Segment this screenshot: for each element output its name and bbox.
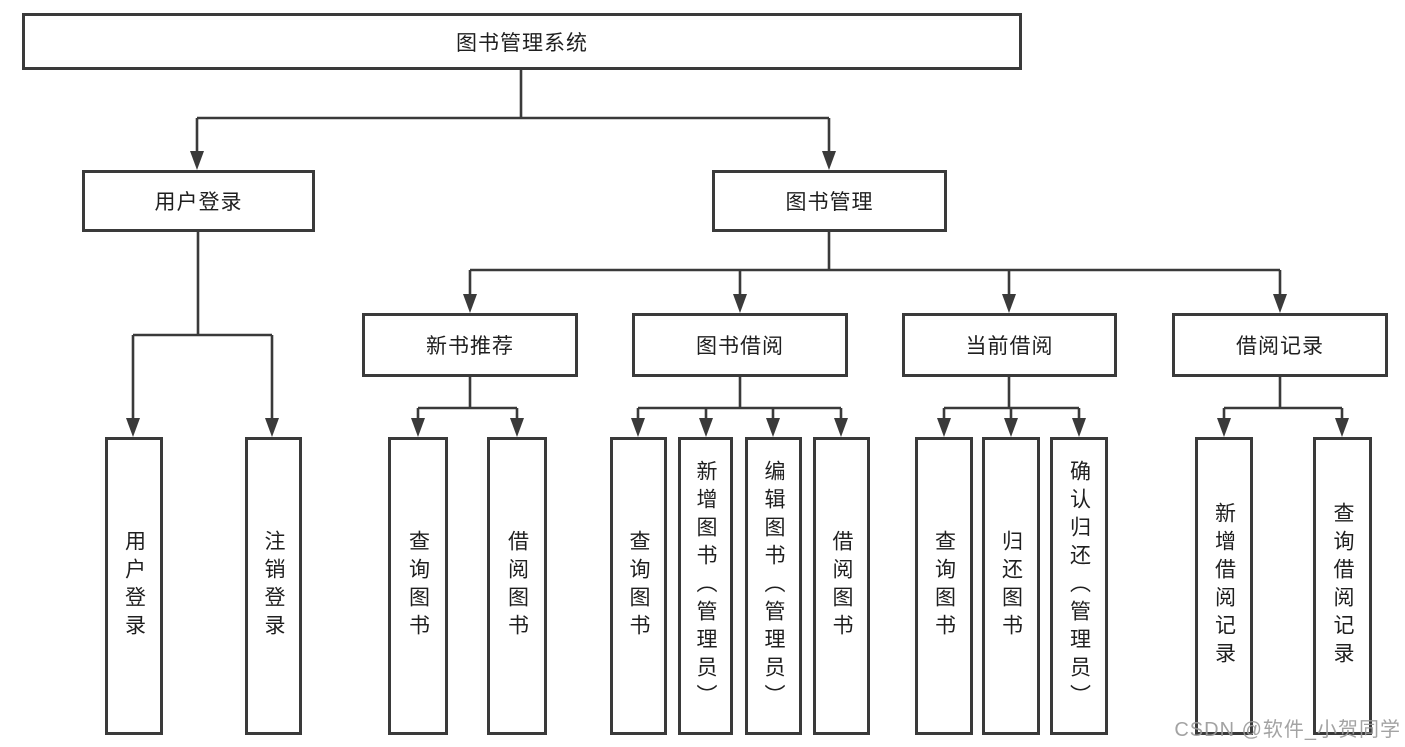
- node-label: 查询图书: [627, 530, 650, 642]
- arrow-down-icon: [411, 418, 425, 437]
- node-book-borrow: 图书借阅: [632, 313, 848, 377]
- node-label: 用户登录: [154, 191, 243, 214]
- node-label: 查询借阅记录: [1331, 502, 1354, 670]
- arrow-down-icon: [937, 418, 951, 437]
- node-current-borrow: 当前借阅: [902, 313, 1117, 377]
- arrow-down-icon: [510, 418, 524, 437]
- csdn-watermark: CSDN @软件_小贺同学: [1174, 719, 1401, 741]
- node-borrow-record: 借阅记录: [1172, 313, 1388, 377]
- node-label: 用户登录: [122, 530, 146, 642]
- node-user-login: 用户登录: [82, 170, 315, 232]
- node-new-book-recommend: 新书推荐: [362, 313, 578, 377]
- arrow-down-icon: [1273, 294, 1287, 313]
- edge-current-borrow: [942, 377, 1081, 420]
- node-label: 借阅记录: [1236, 335, 1324, 358]
- edge-root: [195, 70, 831, 153]
- leaf-query-books-borrow: 查询图书: [610, 437, 667, 735]
- node-label: 新书推荐: [426, 335, 514, 358]
- arrow-down-icon: [699, 418, 713, 437]
- node-root: 图书管理系统: [22, 13, 1022, 70]
- edge-book-management: [468, 232, 1282, 296]
- arrow-down-icon: [1072, 418, 1086, 437]
- arrow-down-icon: [822, 151, 836, 170]
- edge-new-book: [416, 377, 519, 420]
- edge-book-borrow: [636, 377, 843, 420]
- arrow-down-icon: [631, 418, 645, 437]
- node-label: 归还图书: [999, 530, 1023, 642]
- node-label: 借阅图书: [830, 530, 853, 642]
- leaf-query-books-recommend: 查询图书: [388, 437, 448, 735]
- arrow-down-icon: [733, 294, 747, 313]
- node-label: 新增图书（管理员）: [694, 460, 717, 712]
- leaf-return-books: 归还图书: [982, 437, 1040, 735]
- arrow-down-icon: [1335, 418, 1349, 437]
- leaf-user-login: 用户登录: [105, 437, 163, 735]
- arrow-down-icon: [766, 418, 780, 437]
- node-label: 借阅图书: [505, 530, 529, 642]
- leaf-query-books-current: 查询图书: [915, 437, 973, 735]
- leaf-add-books-admin: 新增图书（管理员）: [678, 437, 733, 735]
- arrow-down-icon: [834, 418, 848, 437]
- arrow-down-icon: [1217, 418, 1231, 437]
- leaf-edit-books-admin: 编辑图书（管理员）: [745, 437, 802, 735]
- node-label: 确认归还（管理员）: [1067, 460, 1091, 712]
- node-label: 图书管理: [785, 191, 874, 214]
- node-label: 当前借阅: [965, 335, 1054, 358]
- arrow-down-icon: [1002, 294, 1016, 313]
- leaf-borrow-books: 借阅图书: [813, 437, 870, 735]
- leaf-add-borrow-record: 新增借阅记录: [1195, 437, 1253, 735]
- node-label: 查询图书: [406, 530, 430, 642]
- node-label: 新增借阅记录: [1212, 502, 1236, 670]
- leaf-logout: 注销登录: [245, 437, 302, 735]
- node-book-management: 图书管理: [712, 170, 947, 232]
- arrow-down-icon: [126, 418, 140, 437]
- edge-user-login: [131, 232, 274, 420]
- node-label: 注销登录: [262, 530, 285, 642]
- leaf-query-borrow-record: 查询借阅记录: [1313, 437, 1372, 735]
- node-label: 图书借阅: [696, 335, 784, 358]
- arrow-down-icon: [265, 418, 279, 437]
- arrow-down-icon: [190, 151, 204, 170]
- leaf-confirm-return-admin: 确认归还（管理员）: [1050, 437, 1108, 735]
- node-label: 查询图书: [932, 530, 956, 642]
- arrow-down-icon: [1004, 418, 1018, 437]
- edge-borrow-record: [1222, 377, 1344, 420]
- node-root-label: 图书管理系统: [456, 31, 588, 55]
- node-label: 编辑图书（管理员）: [762, 460, 785, 712]
- leaf-borrow-books-recommend: 借阅图书: [487, 437, 547, 735]
- arrow-down-icon: [463, 294, 477, 313]
